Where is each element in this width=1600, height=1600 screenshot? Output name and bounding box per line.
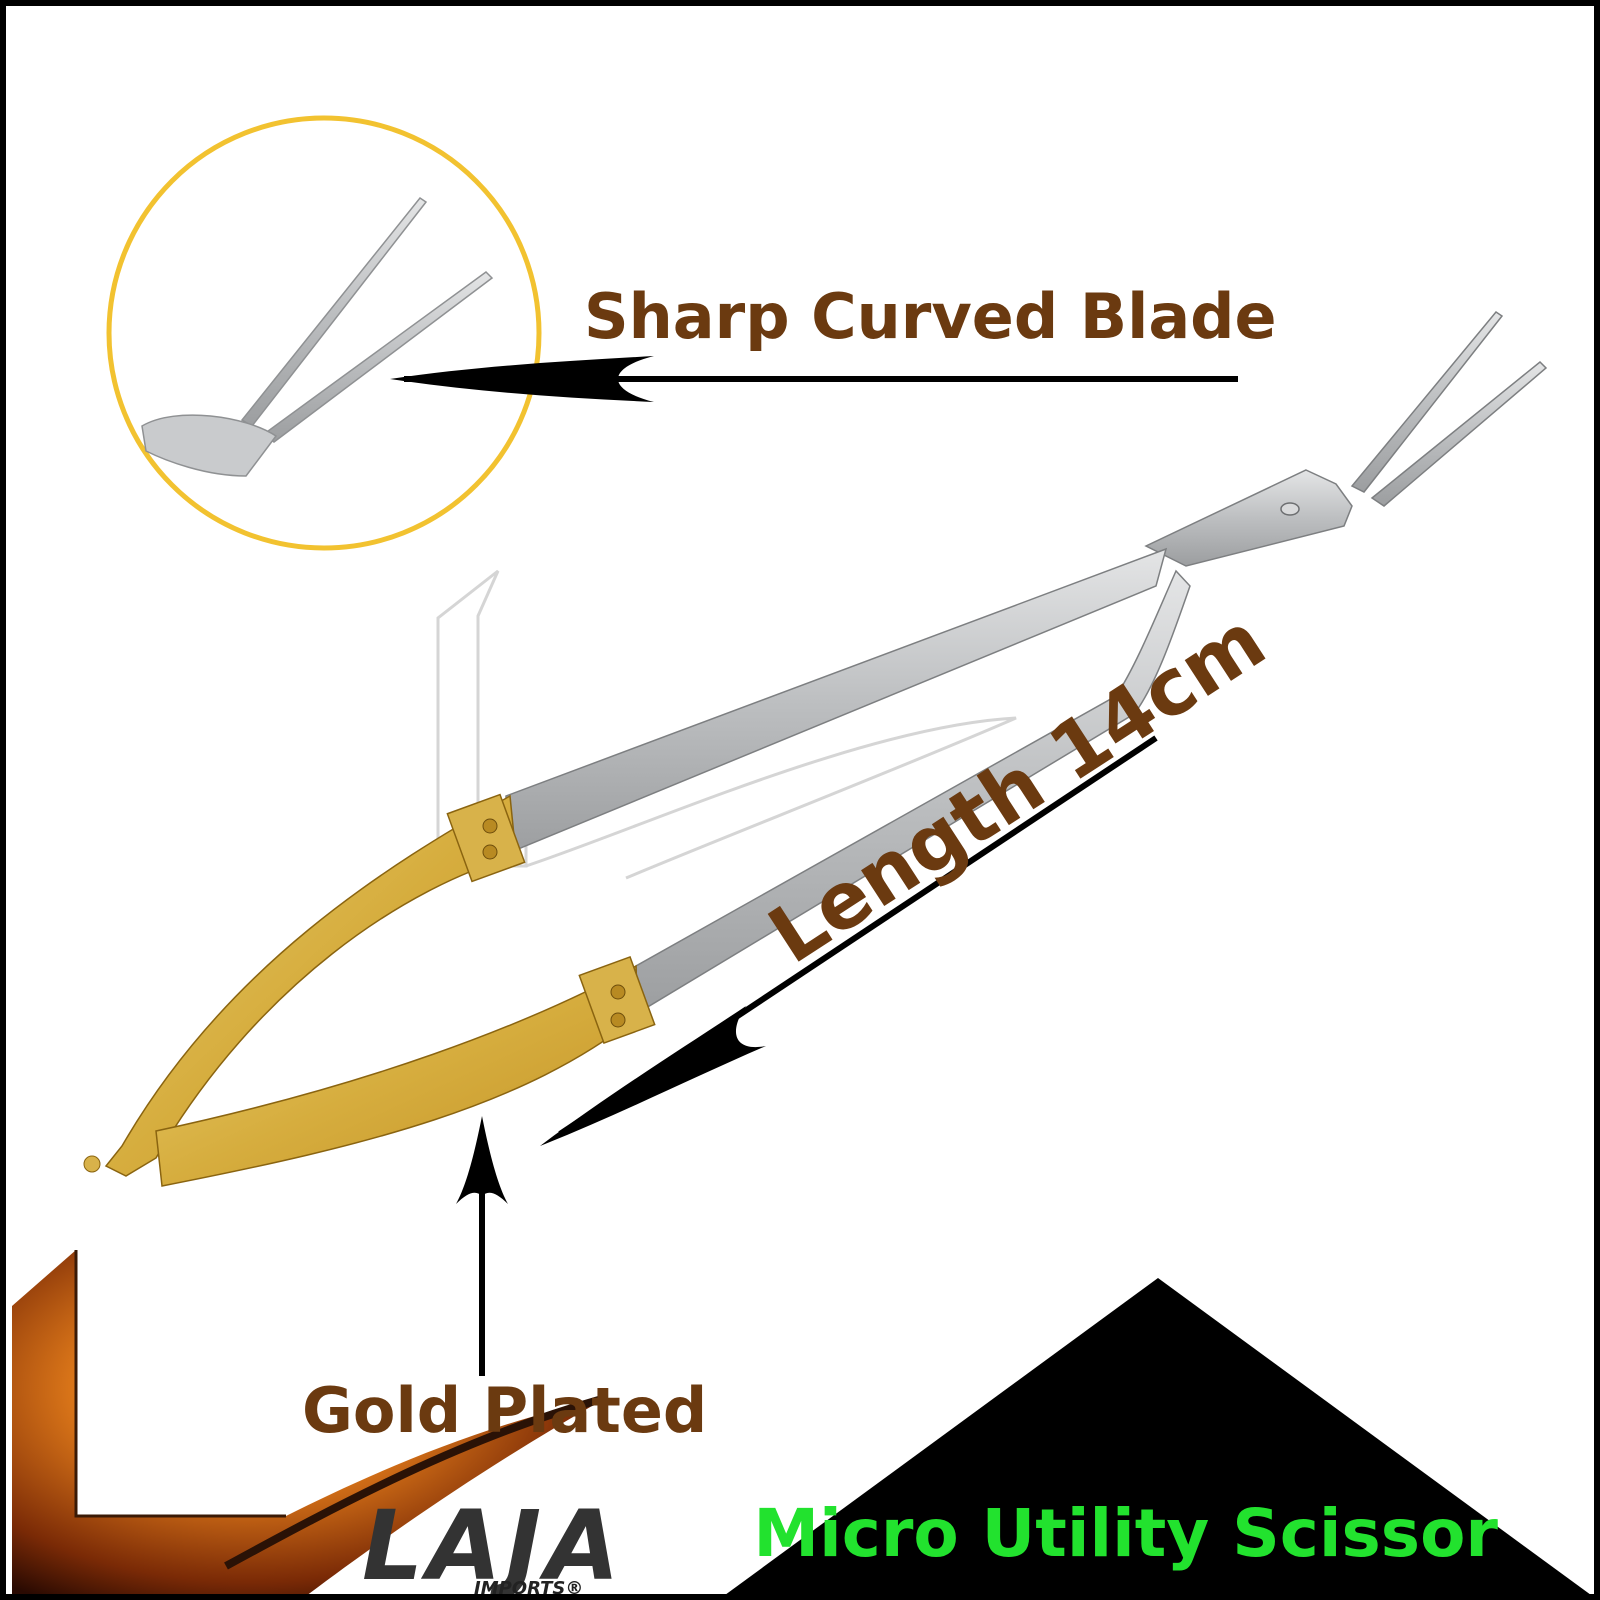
brand-logo <box>12 1250 608 1594</box>
blade-closeup-inset <box>106 115 542 551</box>
blade-pointer-arrow <box>390 356 1238 402</box>
brand-logo-text: LAJA <box>362 1490 624 1600</box>
blade-label: Sharp Curved Blade <box>584 280 1277 353</box>
gold-plated-label: Gold Plated <box>302 1374 708 1447</box>
illustration-layer <box>12 115 1590 1594</box>
length-arrow <box>540 735 1158 1146</box>
scissor-gold-handle <box>83 793 656 1187</box>
brand-logo-subtext: IMPORTS® <box>474 1578 584 1599</box>
product-title: Micro Utility Scissor <box>753 1495 1498 1572</box>
scissor-steel-body <box>505 311 1548 1016</box>
gold-pointer-arrow <box>456 1116 508 1376</box>
title-backdrop <box>726 1278 1590 1594</box>
